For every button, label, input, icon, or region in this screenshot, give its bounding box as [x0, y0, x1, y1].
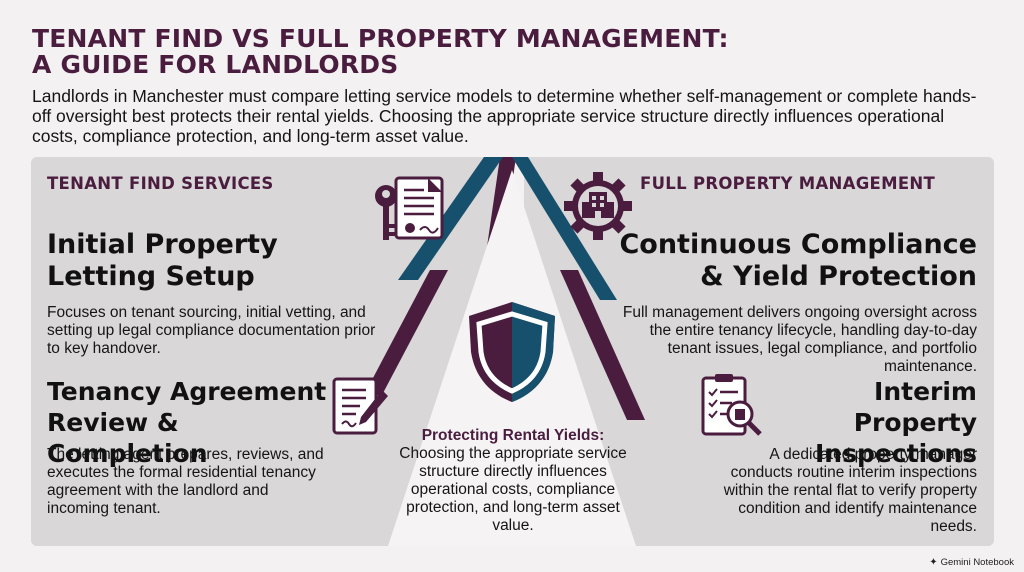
intro-text: Landlords in Manchester must compare let…: [32, 86, 977, 146]
footer-badge: ✦ Gemini Notebook: [929, 557, 1014, 568]
sparkle-icon: ✦: [929, 557, 938, 568]
building-gear-icon: [564, 172, 632, 240]
center-callout: Protecting Rental Yields: Choosing the a…: [392, 427, 634, 535]
footer-text: Gemini Notebook: [940, 557, 1014, 568]
center-text: Choosing the appropriate service structu…: [399, 445, 627, 534]
continuous-compliance-text: Full management delivers ongoing oversig…: [622, 304, 977, 375]
title-line-2: A GUIDE FOR LANDLORDS: [32, 50, 399, 79]
page-title: TENANT FIND VS FULL PROPERTY MANAGEMENT:…: [32, 26, 852, 78]
key-document-icon: [375, 176, 444, 240]
continuous-compliance-title: Continuous Compliance & Yield Protection: [619, 229, 977, 292]
left-plum-lower: [364, 270, 448, 395]
contract-pen-icon: [332, 377, 388, 435]
right-plum-stroke: [560, 270, 645, 420]
initial-letting-text: Focuses on tenant sourcing, initial vett…: [47, 304, 376, 357]
shield-icon: [469, 302, 555, 402]
initial-letting-title: Initial Property Letting Setup: [47, 229, 278, 292]
tenancy-agreement-title: Tenancy Agreement Review & Completion: [47, 377, 327, 468]
right-teal-stroke: [512, 157, 617, 300]
center-label: Protecting Rental Yields:: [421, 427, 605, 444]
left-teal-stroke: [398, 157, 503, 280]
inspection-clipboard-icon: [701, 374, 762, 436]
full-management-heading: FULL PROPERTY MANAGEMENT: [640, 174, 936, 193]
tenant-find-heading: TENANT FIND SERVICES: [47, 174, 274, 193]
interim-inspections-title: Interim Property Inspections: [814, 377, 977, 468]
interim-inspections-text: A dedicated property manager conducts ro…: [723, 446, 977, 535]
title-line-1: TENANT FIND VS FULL PROPERTY MANAGEMENT:: [32, 24, 729, 53]
tenancy-agreement-text: The letting agent prepares, reviews, and…: [47, 446, 324, 517]
